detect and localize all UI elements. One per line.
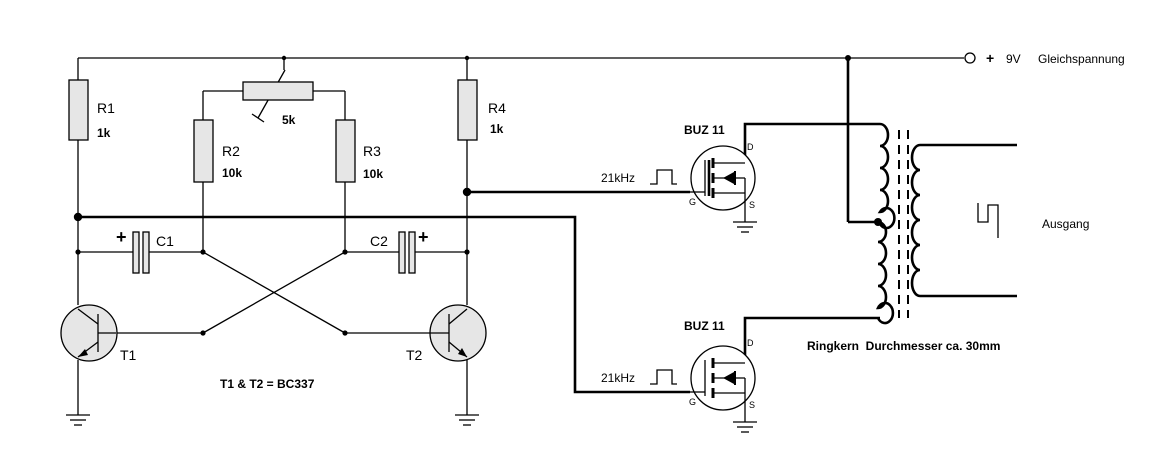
mosfet-lower-gate-pin: G (689, 397, 696, 407)
supply-rail (78, 52, 976, 64)
c2-polarity: + (418, 227, 429, 247)
transformer-wires (743, 58, 1017, 362)
mosfet-upper-name: BUZ 11 (684, 123, 725, 137)
transformer-core (898, 130, 909, 318)
mosfet-upper-signal: 21kHz (601, 171, 635, 185)
wires-left-branch (77, 58, 203, 415)
r1-name: R1 (97, 100, 115, 116)
output-label: Ausgang (1042, 217, 1089, 231)
transistor-note: T1 & T2 = BC337 (220, 377, 315, 391)
r2-value: 10k (222, 166, 242, 180)
wires-right-branch (345, 58, 468, 415)
ground-t1 (66, 414, 90, 426)
c1-polarity: + (116, 227, 127, 247)
r3-value: 10k (363, 167, 383, 181)
r4-value: 1k (490, 122, 504, 136)
ground-mosfet-lower (733, 405, 757, 433)
square-wave-lower-icon (650, 369, 677, 385)
capacitor-c2 (398, 231, 416, 274)
ground-t2 (455, 414, 479, 426)
supply-terminal (964, 52, 976, 64)
pot-value: 5k (282, 113, 296, 127)
wires-cross-coupling (202, 251, 346, 334)
mosfet-lower-drain-pin: D (747, 338, 754, 348)
supply-voltage: 9V (1006, 52, 1021, 66)
resistor-r4 (457, 79, 478, 141)
mosfet-upper-drain-pin: D (747, 142, 754, 152)
capacitor-c1 (132, 231, 150, 274)
mosfet-upper-source-pin: S (749, 200, 755, 210)
transformer-primary (875, 122, 896, 325)
square-wave-upper-icon (650, 169, 677, 185)
mosfet-lower-name: BUZ 11 (684, 319, 725, 333)
r2-name: R2 (222, 143, 240, 159)
junctions (73, 55, 882, 336)
transistor-t2 (429, 304, 487, 362)
r1-value: 1k (97, 126, 111, 140)
c2-name: C2 (370, 233, 388, 249)
gate-drive-wires (78, 190, 690, 394)
mosfet-upper (690, 145, 756, 211)
transistor-t1 (60, 304, 118, 362)
potentiometer (242, 81, 314, 101)
resistor-r3 (335, 119, 356, 183)
r4-name: R4 (488, 100, 506, 116)
resistor-r2 (193, 119, 214, 183)
t2-name: T2 (406, 347, 423, 363)
c1-name: C1 (156, 233, 174, 249)
transformer-secondary (910, 143, 921, 298)
square-wave-output-icon (977, 203, 999, 238)
mosfet-lower (690, 345, 756, 411)
r3-name: R3 (363, 143, 381, 159)
resistor-r1 (68, 79, 89, 141)
ground-mosfet-upper (733, 205, 757, 233)
supply-plus-sign: + (986, 50, 994, 66)
t1-name: T1 (120, 347, 137, 363)
mosfet-lower-signal: 21kHz (601, 371, 635, 385)
core-note: Ringkern Durchmesser ca. 30mm (807, 339, 1000, 353)
supply-description: Gleichspannung (1038, 52, 1125, 66)
mosfet-lower-source-pin: S (749, 400, 755, 410)
mosfet-upper-gate-pin: G (689, 197, 696, 207)
